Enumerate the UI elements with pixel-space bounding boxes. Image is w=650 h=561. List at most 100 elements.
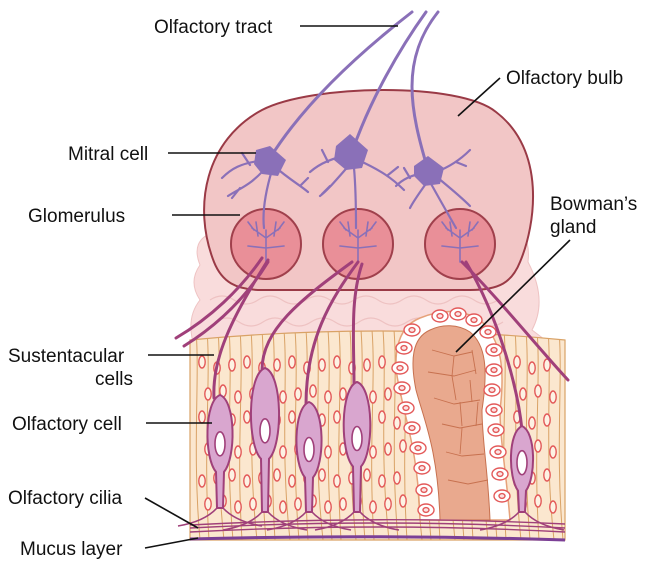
sustentacular-nucleus (204, 497, 212, 511)
olfactory-axons (174, 256, 570, 432)
receptor-cell-nucleus (351, 425, 363, 452)
label-bowmans-gland-line1: Bowman’s (550, 194, 637, 215)
sustentacular-nucleus (384, 497, 392, 511)
sustentacular-nucleus (243, 474, 251, 488)
sustentacular-nucleus (279, 445, 287, 459)
sustentacular-nucleus (279, 390, 287, 404)
gland-cell-nucleus (498, 492, 506, 500)
gland-cell-nucleus (490, 406, 498, 414)
sustentacular-nucleus (324, 500, 332, 514)
sustentacular-cell-wall (283, 331, 291, 540)
sustentacular-nucleus (393, 416, 401, 430)
mitral-cell-body-3 (414, 156, 444, 186)
sustentacular-nucleus (234, 500, 242, 514)
sustentacular-nucleus (273, 358, 281, 372)
label-mitral-cell: Mitral cell (68, 144, 148, 165)
sustentacular-nucleus (384, 442, 392, 456)
sustentacular-nucleus (549, 445, 557, 459)
gland-cell-nucleus (454, 310, 462, 318)
sustentacular-nucleus (378, 474, 386, 488)
mitral-cell-body-1 (254, 146, 286, 176)
label-olfactory-cell: Olfactory cell (12, 414, 122, 435)
receptor-cell-nucleus (303, 436, 315, 463)
sustentacular-nucleus (198, 474, 206, 488)
sustentacular-nucleus (294, 497, 302, 511)
bowmans-gland (391, 307, 511, 521)
sustentacular-nucleus (549, 390, 557, 404)
gland-cell-nucleus (492, 426, 500, 434)
gland-cell-nucleus (490, 346, 498, 354)
receptor-cell-nucleus (516, 449, 528, 476)
gland-cell-nucleus (422, 506, 430, 514)
leader-mucus-layer (144, 537, 199, 549)
sustentacular-nucleus (528, 361, 536, 375)
sustentacular-nucleus (234, 390, 242, 404)
gland-cell-nucleus (408, 326, 416, 334)
sustentacular-nucleus (543, 358, 551, 372)
sustentacular-nucleus (228, 468, 236, 482)
gland-cell-nucleus (396, 364, 404, 372)
sustentacular-nucleus (333, 410, 341, 424)
gland-cell-nucleus (398, 384, 406, 392)
label-sustentacular-line1: Sustentacular (8, 346, 125, 367)
sustentacular-nucleus (399, 439, 407, 453)
sustentacular-nucleus (369, 390, 377, 404)
sustentacular-nucleus (543, 413, 551, 427)
sustentacular-nucleus (534, 439, 542, 453)
glomeruli (230, 208, 496, 280)
sustentacular-nucleus (339, 387, 347, 401)
sustentacular-nucleus (243, 355, 251, 369)
leader-olfactory-bulb (457, 77, 501, 117)
gland-cell-nucleus (436, 312, 444, 320)
gland-lumen-texture (427, 349, 489, 485)
label-olfactory-bulb: Olfactory bulb (506, 68, 623, 89)
sustentacular-cell-wall (525, 331, 531, 540)
sustentacular-nucleus (198, 355, 206, 369)
sustentacular-nucleus (249, 497, 257, 511)
sustentacular-nucleus (369, 445, 377, 459)
sustentacular-nucleus (339, 497, 347, 511)
gland-cell-nucleus (408, 424, 416, 432)
sustentacular-nucleus (534, 494, 542, 508)
receptor-cell-nucleus (214, 431, 226, 457)
label-bowmans-gland-line2: gland (550, 217, 597, 238)
sustentacular-nucleus (198, 410, 206, 424)
gland-cell-nucleus (490, 366, 498, 374)
sustentacular-nucleus (228, 358, 236, 372)
sustentacular-nucleus (399, 494, 407, 508)
glomerular-arborizations (247, 221, 479, 263)
leader-bowmans-gland (455, 239, 571, 353)
mucus-layer (189, 535, 566, 542)
gland-cell-nucleus (420, 486, 428, 494)
receptor-cell-dendrite (314, 511, 400, 531)
sustentacular-nucleus (519, 387, 527, 401)
sustentacular-nucleus (234, 445, 242, 459)
label-olfactory-tract: Olfactory tract (154, 17, 273, 38)
olfactory-receptor-cells (177, 366, 565, 531)
leader-olfactory-cilia (144, 497, 199, 529)
sustentacular-nucleus (324, 390, 332, 404)
sustentacular-nucleus (543, 468, 551, 482)
mitral-cell-body-2 (334, 134, 368, 170)
sustentacular-nucleus (288, 355, 296, 369)
label-sustentacular-line2: cells (95, 369, 133, 390)
sustentacular-cell-wall (536, 331, 540, 540)
gland-cell-nucleus (400, 344, 408, 352)
olfactory-tract-fibers (268, 10, 440, 172)
sustentacular-nucleus (513, 355, 521, 369)
leader-lines (144, 25, 571, 549)
label-glomerulus: Glomerulus (28, 206, 125, 227)
gland-cell-nucleus (402, 404, 410, 412)
sustentacular-nucleus (309, 384, 317, 398)
sustentacular-nucleus (369, 500, 377, 514)
sustentacular-nucleus (273, 468, 281, 482)
mitral-cell-bodies (254, 134, 444, 186)
label-olfactory-cilia: Olfactory cilia (8, 488, 122, 509)
olfactory-cilia (189, 519, 566, 533)
sustentacular-nucleus (363, 358, 371, 372)
sustentacular-cell-wall (558, 331, 564, 540)
mitral-cells (220, 148, 472, 230)
receptor-cell-nucleus (259, 417, 271, 444)
gland-cell-nucleus (418, 464, 426, 472)
sustentacular-nucleus (279, 500, 287, 514)
